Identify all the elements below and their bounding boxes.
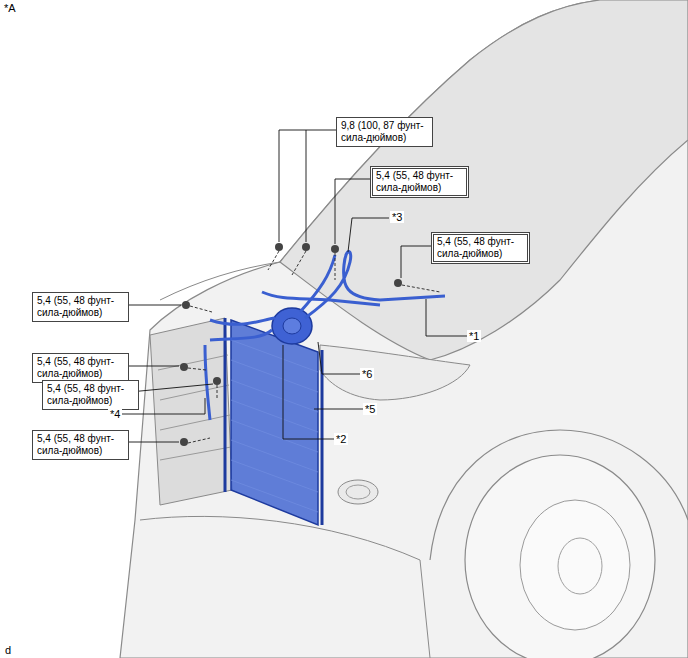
- torque-spec-box: 9,8 (100, 87 фунт- сила-дюймов): [336, 117, 433, 147]
- torque-value: 5,4 (55, 48 фунт- сила-дюймов): [437, 236, 523, 260]
- torque-value: 5,4 (55, 48 фунт- сила-дюймов): [37, 295, 123, 319]
- figure-mark: d: [3, 644, 13, 656]
- torque-spec-box: 5,4 (55, 48 фунт- сила-дюймов): [42, 380, 139, 410]
- callout-number: *1: [467, 330, 481, 342]
- callout-number: *6: [360, 368, 374, 380]
- callout-number: *5: [363, 403, 377, 415]
- torque-value: 9,8 (100, 87 фунт- сила-дюймов): [341, 120, 427, 144]
- callout-number: *3: [390, 211, 404, 223]
- torque-value: 5,4 (55, 48 фунт- сила-дюймов): [47, 383, 133, 407]
- torque-value: 5,4 (55, 48 фунт- сила-дюймов): [37, 433, 123, 457]
- torque-value: 5,4 (55, 48 фунт- сила-дюймов): [37, 356, 123, 380]
- torque-spec-box: 5,4 (55, 48 фунт- сила-дюймов): [431, 232, 530, 264]
- torque-spec-box: 5,4 (55, 48 фунт- сила-дюймов): [32, 430, 129, 460]
- callout-number: *2: [334, 433, 348, 445]
- callout-number: *4: [108, 408, 122, 420]
- figure-mark: *A: [2, 2, 18, 14]
- torque-spec-box: 5,4 (55, 48 фунт- сила-дюймов): [32, 353, 129, 383]
- torque-spec-box: 5,4 (55, 48 фунт- сила-дюймов): [370, 166, 469, 198]
- torque-value: 5,4 (55, 48 фунт- сила-дюймов): [376, 170, 462, 194]
- torque-spec-box: 5,4 (55, 48 фунт- сила-дюймов): [32, 292, 129, 322]
